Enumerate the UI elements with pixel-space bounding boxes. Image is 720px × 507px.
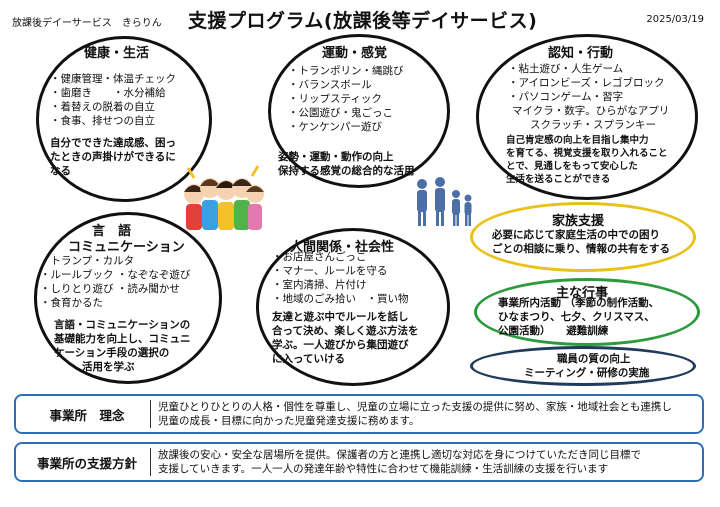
list-item: ・しりとり遊び ・読み聞かせ xyxy=(40,283,180,295)
oval-staff xyxy=(470,346,696,386)
philosophy-line: 児童の成長・目標に向かった児童発達支援に務めます。 xyxy=(158,415,420,427)
social-summary: 友達と遊ぶ中でルールを話し 合って決め、楽しく遊ぶ方法を 学ぶ。一人遊びから集団… xyxy=(272,310,418,366)
events-line: 公園活動） 避難訓練 xyxy=(498,325,609,337)
health-title: 健康・生活 xyxy=(84,46,150,61)
summary-line: 姿勢・運動・動作の向上 xyxy=(278,151,394,163)
list-item: ・粘土遊び・人生ゲーム xyxy=(508,63,624,75)
policy-line: 支援していきます。一人一人の発達年齢や特性に合わせて機能訓練・生活訓練の支援を行… xyxy=(158,463,609,475)
list-item: ・ルールブック ・なぞなぞ遊び xyxy=(40,269,191,281)
oval-family xyxy=(470,202,696,272)
cognition-summary: 自己肯定感の向上を目指し集中力 を育てる、視覚支援を取り入れること とで、見通し… xyxy=(506,134,668,186)
language-title: 言 語 xyxy=(92,224,132,239)
health-items: ・健康管理・体温チェック ・歯磨き ・水分補給 ・着替えの脱着の自立 ・食事、排… xyxy=(50,72,176,128)
policy-line: 放課後の安心・安全な居場所を提供。保護者の方と連携し適切な対応を身につけていただ… xyxy=(158,449,641,461)
summary-line: 自分でできた達成感、困っ xyxy=(50,137,176,149)
summary-line: 保持する感覚の総合的な活用 xyxy=(278,165,415,177)
staff-line: ミーティング・研修の実施 xyxy=(524,367,650,379)
summary-line: ケーション手段の選択の xyxy=(54,347,170,359)
cognition-title: 認知・行動 xyxy=(548,46,614,61)
summary-line: 友達と遊ぶ中でルールを話し xyxy=(272,311,409,323)
language-subtitle: コミュニケーション xyxy=(68,240,185,255)
summary-line: に入っていける xyxy=(272,353,345,365)
philosophy-text: 児童ひとりひとりの人格・個性を尊重し、児童の立場に立った支援の提供に努め、家族・… xyxy=(158,400,696,428)
children-group-illustration xyxy=(184,165,264,230)
social-title: 人間関係・社会性 xyxy=(290,240,395,255)
events-title: 主な行事 xyxy=(556,286,609,301)
child-figure xyxy=(200,178,220,230)
list-item: ・公園遊び・鬼ごっこ xyxy=(288,107,393,119)
events-line: 事業所内活動 （季節の制作活動、 xyxy=(498,297,660,309)
cognition-items: ・粘土遊び・人生ゲーム ・アイロンビーズ・レゴブロック ・パソコンゲーム・習字 … xyxy=(508,62,669,132)
list-item: ・リップスティック xyxy=(288,93,382,105)
language-items: ・トランプ・カルタ ・ルールブック ・なぞなぞ遊び ・しりとり遊び ・読み聞かせ… xyxy=(40,254,190,310)
events-text: 事業所内活動 （季節の制作活動、 ひなまつり、七夕、クリスマス、 公園活動） 避… xyxy=(498,296,659,338)
motor-summary: 姿勢・運動・動作の向上 保持する感覚の総合的な活用 xyxy=(278,150,415,178)
summary-line: 合って決め、楽しく遊ぶ方法を xyxy=(272,325,419,337)
list-item: ・パソコンゲーム・習字 xyxy=(508,91,624,103)
org-name: 放課後デイーサービス きらりん xyxy=(12,18,162,29)
family-text: 必要に応じて家庭生活の中での困り ごとの相談に乗り、情報の共有をする xyxy=(492,228,670,256)
staff-text: 職員の質の向上 ミーティング・研修の実施 xyxy=(524,352,649,380)
summary-line: 自己肯定感の向上を目指し集中力 xyxy=(506,135,649,146)
child-figure xyxy=(184,184,204,230)
summary-line: たときの声掛けができるに xyxy=(50,151,176,163)
summary-line: なる xyxy=(50,165,71,177)
events-line: ひなまつり、七夕、クリスマス、 xyxy=(498,311,655,323)
list-item: マイクラ・数字。ひらがなアプリ xyxy=(512,105,670,117)
list-item: ・健康管理・体温チェック xyxy=(50,73,176,85)
date-label: 2025/03/19 xyxy=(646,14,704,25)
summary-line: 学ぶ。一人遊びから集団遊び xyxy=(272,339,409,351)
summary-line: 基礎能力を向上し、コミュニ xyxy=(54,333,191,345)
list-item: ・トランプ・カルタ xyxy=(40,255,135,267)
oval-language xyxy=(34,212,222,384)
policy-text: 放課後の安心・安全な居場所を提供。保護者の方と連携し適切な対応を身につけていただ… xyxy=(158,448,696,476)
oval-social xyxy=(256,228,450,386)
child-figure xyxy=(216,180,236,230)
oval-cognition xyxy=(476,34,698,200)
list-item: ・アイロンビーズ・レゴブロック xyxy=(508,77,665,89)
philosophy-label: 事業所 理念 xyxy=(49,407,125,423)
list-item: ・食育かるた xyxy=(40,297,103,309)
motor-title: 運動・感覚 xyxy=(322,46,388,61)
family-silhouette-icon xyxy=(417,177,472,226)
list-item: スクラッチ・スプランキー xyxy=(530,119,656,131)
family-line: 必要に応じて家庭生活の中での困り xyxy=(492,229,660,241)
list-item: ・マナー、ルールを守る xyxy=(272,265,388,277)
oval-health xyxy=(36,36,212,202)
health-summary: 自分でできた達成感、困っ たときの声掛けができるに なる xyxy=(50,136,176,178)
summary-line: 活用を学ぶ xyxy=(82,361,135,373)
list-item: ・食事、排せつの自立 xyxy=(50,115,155,127)
policy-panel: 事業所の支援方針 放課後の安心・安全な居場所を提供。保護者の方と連携し適切な対応… xyxy=(14,442,704,482)
panel-divider xyxy=(150,400,151,428)
summary-line: とで、見通しをもって安心した xyxy=(506,161,638,172)
page-title: 支援プログラム(放課後等デイサービス) xyxy=(188,10,538,32)
list-item: ・着替えの脱着の自立 xyxy=(50,101,155,113)
family-title: 家族支援 xyxy=(552,214,605,229)
list-item: ・ケンケンパー遊び xyxy=(288,121,382,133)
list-item: ・トランポリン・縄跳び xyxy=(288,65,404,77)
list-item: ・お店屋さんごっこ xyxy=(272,251,367,263)
staff-line: 職員の質の向上 xyxy=(556,353,631,365)
philosophy-line: 児童ひとりひとりの人格・個性を尊重し、児童の立場に立った支援の提供に努め、家族・… xyxy=(158,401,672,413)
panel-divider xyxy=(150,448,151,476)
oval-motor xyxy=(268,34,450,188)
summary-line: を育てる、視覚支援を取り入れること xyxy=(506,148,668,159)
list-item: ・地域のごみ拾い ・買い物 xyxy=(272,293,409,305)
list-item: ・バランスボール xyxy=(288,79,372,91)
list-item: ・室内清掃、片付け xyxy=(272,279,367,291)
summary-line: 言語・コミュニケーションの xyxy=(54,319,191,331)
child-figure xyxy=(246,185,264,230)
social-items: ・お店屋さんごっこ ・マナー、ルールを守る ・室内清掃、片付け ・地域のごみ拾い… xyxy=(272,250,409,306)
family-line: ごとの相談に乗り、情報の共有をする xyxy=(492,243,670,255)
motor-items: ・トランポリン・縄跳び ・バランスボール ・リップスティック ・公園遊び・鬼ごっ… xyxy=(288,64,404,134)
policy-label: 事業所の支援方針 xyxy=(36,455,137,471)
summary-line: 生活を送ることができる xyxy=(506,174,611,185)
language-summary: 言語・コミュニケーションの 基礎能力を向上し、コミュニ ケーション手段の選択の … xyxy=(54,318,191,374)
list-item: ・歯磨き ・水分補給 xyxy=(50,87,166,99)
oval-events xyxy=(474,278,700,346)
philosophy-panel: 事業所 理念 児童ひとりひとりの人格・個性を尊重し、児童の立場に立った支援の提供… xyxy=(14,394,704,434)
